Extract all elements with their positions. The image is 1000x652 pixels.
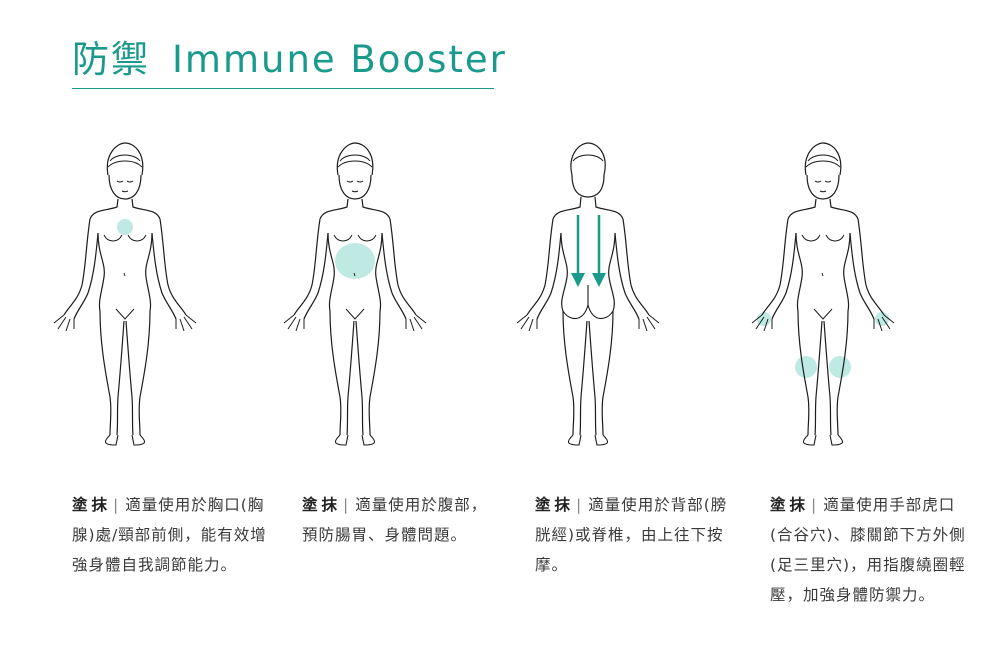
title-underline <box>72 88 494 89</box>
body-back-figure <box>483 135 693 455</box>
panel-caption: 塗抹|適量使用於背部(膀胱經)或脊椎，由上往下按摩。 <box>535 490 735 580</box>
body-front-figure <box>718 135 928 455</box>
body-front-figure <box>20 135 230 455</box>
left-knee-highlight <box>795 356 817 378</box>
caption-separator: | <box>343 496 349 514</box>
panel-caption: 塗抹|適量使用於腹部，預防腸胃、身體問題。 <box>302 490 502 550</box>
caption-separator: | <box>576 496 582 514</box>
abdomen-highlight <box>335 243 375 279</box>
right-knee-highlight <box>829 356 851 378</box>
body-front-figure <box>250 135 460 455</box>
panel-caption: 塗抹|適量使用於胸口(胸腺)處/頸部前側，能有效增強身體自我調節能力。 <box>72 490 272 580</box>
caption-separator: | <box>811 496 817 514</box>
caption-separator: | <box>113 496 119 514</box>
caption-lead: 塗抹 <box>72 496 111 514</box>
caption-lead: 塗抹 <box>770 496 809 514</box>
title-chinese: 防禦 <box>72 38 150 81</box>
chest-highlight <box>117 219 133 235</box>
caption-lead: 塗抹 <box>302 496 341 514</box>
panel-caption: 塗抹|適量使用手部虎口(合谷穴)、膝關節下方外側(足三里穴)，用指腹繞圈輕壓，加… <box>770 490 970 610</box>
caption-lead: 塗抹 <box>535 496 574 514</box>
spine-arrows <box>571 215 606 287</box>
title-english: Immune Booster <box>172 38 507 81</box>
